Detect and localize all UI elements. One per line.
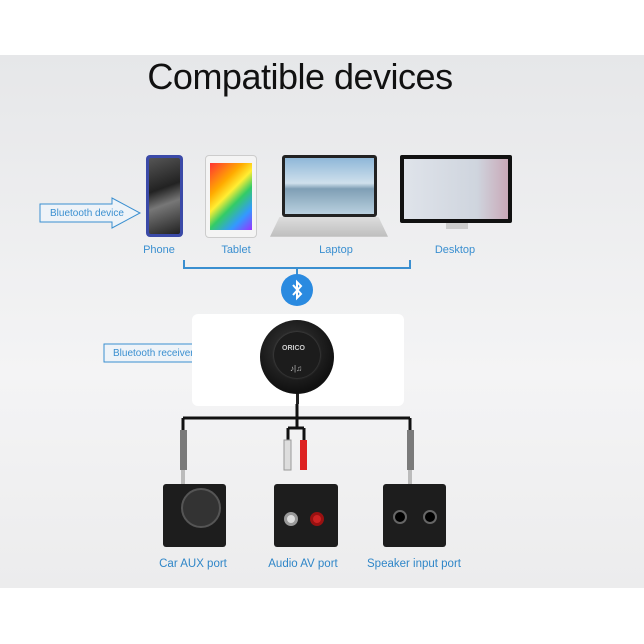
bluetooth-receiver-label: Bluetooth receiver <box>113 348 194 359</box>
car-aux-port-image <box>163 484 226 547</box>
port-label-speaker-input: Speaker input port <box>367 558 461 570</box>
laptop-keyboard <box>270 217 388 237</box>
bluetooth-device-label: Bluetooth device <box>50 208 124 219</box>
bluetooth-icon <box>281 274 313 306</box>
receiver-cable <box>296 390 299 404</box>
audio-av-port-image <box>274 484 338 547</box>
bluetooth-receiver-image: ORICO ♪|♫ <box>260 320 334 394</box>
laptop-image <box>282 155 377 217</box>
device-label-phone: Phone <box>143 244 175 256</box>
receiver-brand: ORICO <box>282 345 305 352</box>
device-label-desktop: Desktop <box>434 244 476 256</box>
tablet-image <box>205 155 257 238</box>
call-music-icon: ♪|♫ <box>290 364 303 373</box>
phone-image <box>146 155 183 237</box>
port-label-audio-av: Audio AV port <box>268 558 338 570</box>
desktop-image <box>400 155 512 223</box>
port-label-car-aux: Car AUX port <box>159 558 227 570</box>
device-label-tablet: Tablet <box>221 244 251 256</box>
device-label-laptop: Laptop <box>319 244 353 256</box>
page-title: Compatible devices <box>147 56 453 97</box>
speaker-input-port-image <box>383 484 446 547</box>
desktop-stand <box>446 223 468 229</box>
